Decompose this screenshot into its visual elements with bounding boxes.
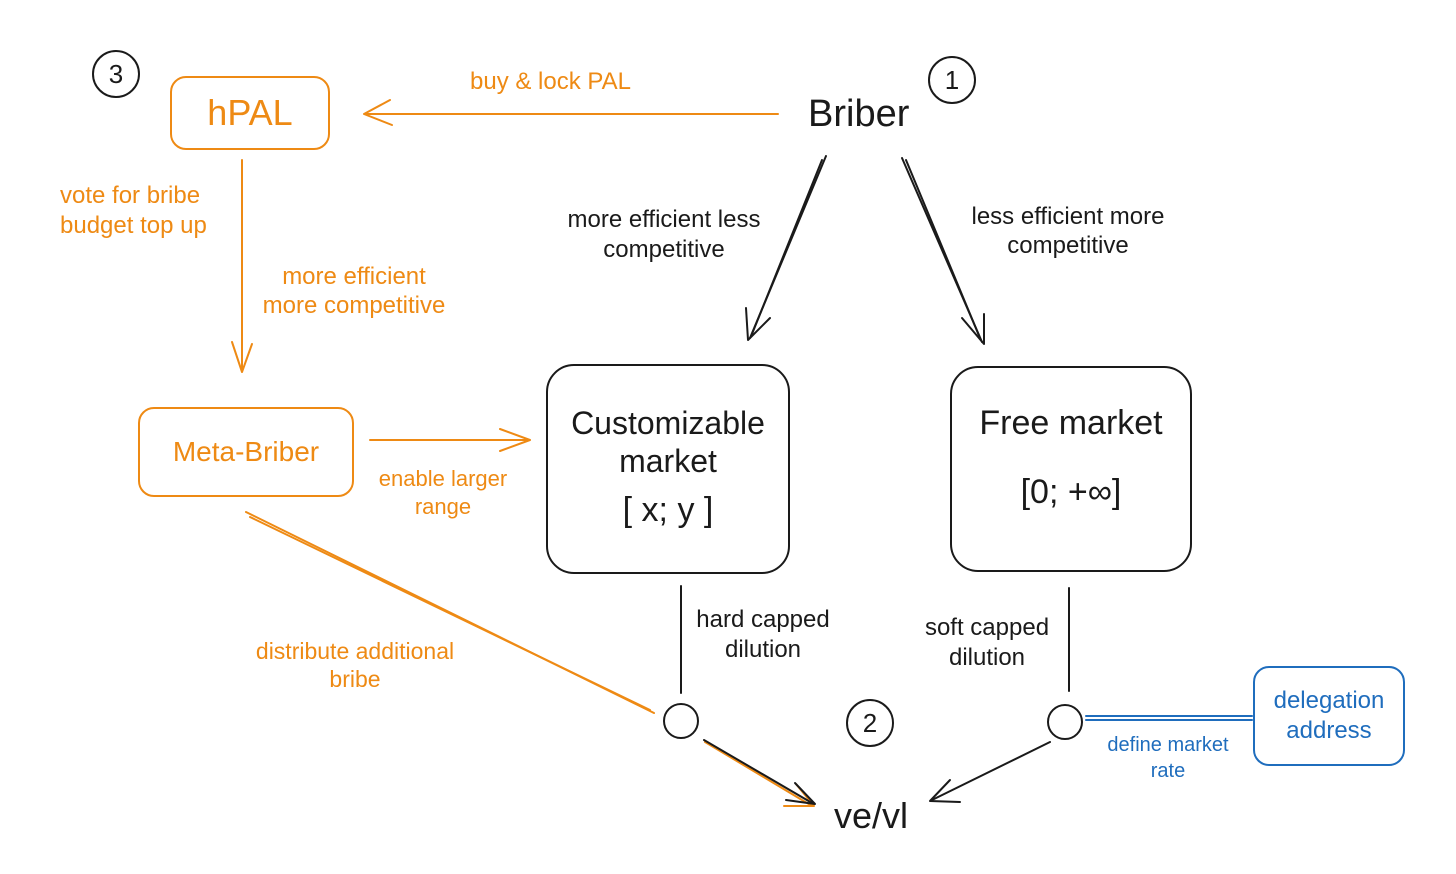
step-badge-3: 3: [92, 50, 140, 98]
line-metabriber-to-junction: [245, 511, 655, 714]
orange-efficiency-label: more efficient more competitive: [262, 263, 446, 320]
arrow-metabriber-to-customizable: [369, 428, 531, 452]
step-badge-2-label: 2: [862, 707, 878, 738]
less-efficient-more-competitive-label: less efficient more competitive: [971, 203, 1165, 260]
delegation-address-node[interactable]: delegation address: [1253, 666, 1405, 766]
customizable-market-title: Customizable market: [571, 405, 765, 480]
free-market-node[interactable]: Free market [0; +∞]: [950, 366, 1192, 572]
arrow-briber-to-customizable: [745, 155, 827, 341]
more-efficient-less-competitive-label: more efficient less competitive: [567, 206, 761, 263]
hpal-node-label: hPAL: [207, 92, 293, 133]
briber-node-label: Briber: [808, 93, 910, 135]
buy-lock-pal-label: buy & lock PAL: [470, 68, 631, 95]
step-badge-3-label: 3: [108, 58, 124, 89]
hpal-node[interactable]: hPAL: [170, 76, 330, 150]
right-junction-circle: [1047, 704, 1083, 740]
delegation-address-label: delegation address: [1273, 687, 1385, 744]
step-badge-2: 2: [846, 699, 894, 747]
ve-vl-label: ve/vl: [834, 795, 909, 836]
step-badge-1-label: 1: [944, 64, 960, 95]
briber-node[interactable]: Briber: [808, 92, 909, 138]
step-badge-1: 1: [928, 56, 976, 104]
vote-for-bribe-label: vote for bribe budget top up: [60, 182, 207, 240]
arrow-distribute-to-vevl: [704, 741, 815, 807]
arrow-hpal-to-metabriber: [231, 159, 253, 373]
left-junction-circle: [663, 703, 699, 739]
arrow-right-junction-to-vevl: [929, 741, 1051, 803]
arrow-left-junction-to-vevl: [703, 739, 816, 805]
arrow-briber-to-hpal: [363, 99, 779, 126]
free-market-title: Free market: [979, 404, 1163, 442]
ve-vl-node[interactable]: ve/vl: [834, 794, 908, 837]
distribute-additional-bribe-label: distribute additional bribe: [255, 638, 455, 693]
meta-briber-node[interactable]: Meta-Briber: [138, 407, 354, 497]
arrow-briber-to-free: [901, 157, 985, 345]
define-market-rate-label: define market rate: [1107, 734, 1229, 782]
soft-capped-dilution-label: soft capped dilution: [924, 614, 1050, 671]
hard-capped-dilution-label: hard capped dilution: [696, 606, 830, 663]
free-market-range: [0; +∞]: [1020, 473, 1122, 511]
line-delegation-to-junction: [1085, 715, 1253, 721]
customizable-market-range: [ x; y ]: [622, 490, 714, 529]
meta-briber-node-label: Meta-Briber: [172, 436, 320, 467]
enable-larger-range-label: enable larger range: [378, 466, 508, 520]
customizable-market-node[interactable]: Customizable market [ x; y ]: [546, 364, 790, 574]
